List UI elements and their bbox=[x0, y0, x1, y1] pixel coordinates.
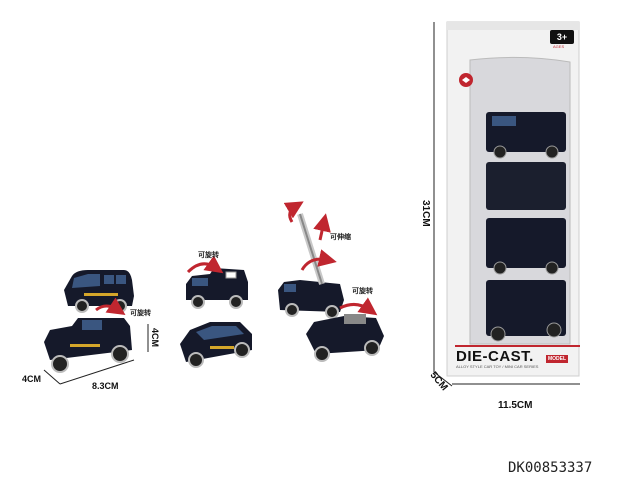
swat-turret-vehicle-toy bbox=[306, 297, 384, 362]
swat-suv-toy bbox=[180, 322, 252, 368]
box-depth-line bbox=[433, 371, 453, 387]
age-badge-sub: AGES bbox=[553, 44, 565, 49]
package-box bbox=[446, 21, 580, 377]
swat-jeep-toy bbox=[44, 297, 132, 373]
dim-car-length: 8.3CM bbox=[92, 381, 119, 391]
dim-line-width bbox=[43, 369, 61, 385]
age-badge: 3+ bbox=[550, 30, 574, 44]
swat-ladder-truck-toy bbox=[278, 201, 344, 319]
dim-box-height: 31CM bbox=[420, 200, 431, 227]
product-code: DK00853337 bbox=[508, 460, 593, 476]
brand-title: DIE-CAST. bbox=[456, 348, 534, 365]
label-rotate-jeep: 可旋转 bbox=[130, 310, 151, 317]
swat-armored-truck-toy bbox=[186, 255, 248, 309]
label-extend-ladder: 可伸缩 bbox=[330, 234, 351, 241]
dim-car-height: 4CM bbox=[150, 328, 160, 348]
swat-van-toy bbox=[64, 270, 134, 313]
dim-car-width: 4CM bbox=[22, 374, 42, 384]
label-rotate-truck: 可旋转 bbox=[198, 252, 219, 259]
dim-line-length bbox=[59, 359, 135, 385]
model-badge: MODEL bbox=[546, 355, 569, 363]
dim-box-width: 11.5CM bbox=[498, 400, 533, 411]
label-rotate-turret: 可旋转 bbox=[352, 288, 373, 295]
package-subtitle: ALLOY STYLE CAR TOY / MINI CAR SERIES bbox=[456, 364, 539, 369]
